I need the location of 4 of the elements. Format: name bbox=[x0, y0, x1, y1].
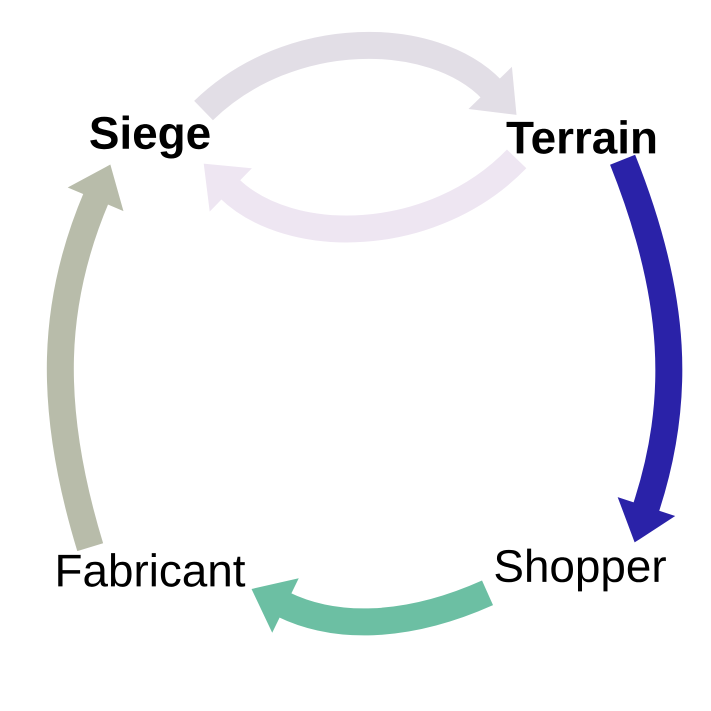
node-label: Shopper bbox=[495, 548, 666, 592]
node-label: Terrain bbox=[506, 120, 656, 154]
node-label: Fabricant bbox=[58, 553, 246, 587]
node-label: Siege bbox=[90, 116, 210, 158]
